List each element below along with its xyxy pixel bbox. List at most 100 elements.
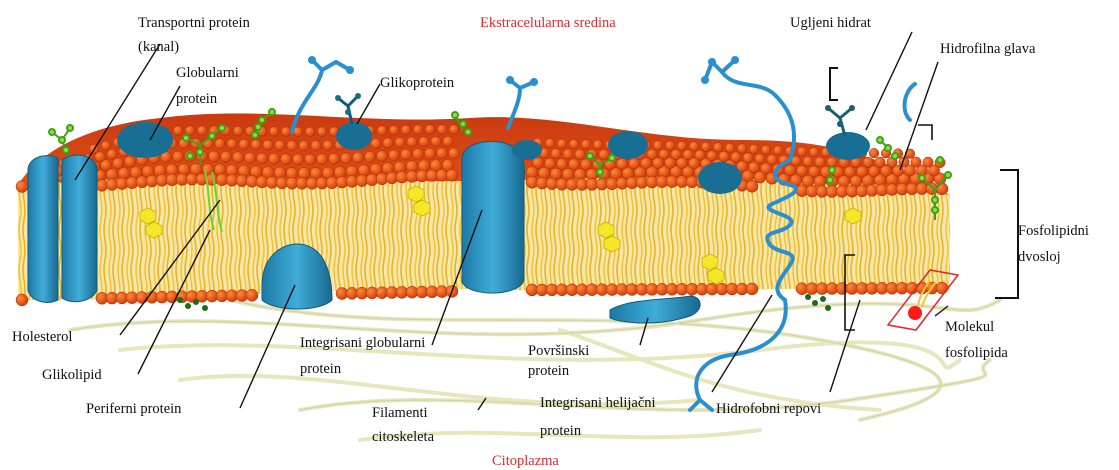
filaments-label-line2: citoskeleta: [372, 428, 434, 446]
phospholipid-head: [640, 158, 651, 169]
glycoprotein-label: Glikoprotein: [380, 74, 454, 92]
channel-protein-label-line2: (kanal): [138, 38, 179, 56]
phospholipid-head: [731, 152, 741, 162]
phospholipid-head: [827, 157, 837, 167]
phospholipid-head: [665, 141, 675, 151]
surface-protein-label-line1: Površinski: [528, 342, 589, 360]
phospholipid-head: [677, 141, 687, 151]
phospholipid-head: [425, 125, 435, 135]
phospholipid-head: [689, 142, 699, 152]
phospholipid-head: [616, 158, 627, 169]
globular-protein-label-line2: protein: [176, 90, 217, 108]
bilayer-label-line1: Fosfolipidni: [1018, 222, 1089, 240]
phospholipid-head: [197, 126, 207, 136]
phospholipid-head: [400, 149, 411, 160]
phospholipid-head: [389, 125, 399, 135]
phospholipid-head: [412, 148, 423, 159]
phospholipid-head: [299, 140, 309, 150]
phospholipid-head: [796, 165, 807, 176]
phospholipid-head: [863, 157, 873, 167]
phospholipid-head: [227, 139, 237, 149]
phospholipid-head: [328, 153, 339, 164]
phospholipid-head: [233, 126, 243, 136]
phospholipid-head: [401, 125, 411, 135]
phospholipid-head: [268, 153, 279, 164]
phospholipid-head: [424, 148, 435, 159]
phospholipid-head: [746, 283, 758, 295]
phospholipid-head: [215, 138, 225, 148]
phospholipid-head: [16, 294, 28, 306]
phospholipid-head: [575, 149, 585, 159]
phospholipid-head: [383, 138, 393, 148]
phospholipid-head: [557, 139, 567, 149]
phospholipid-head: [580, 159, 591, 170]
channel-protein: [28, 155, 97, 302]
phospholipid-head: [256, 153, 267, 164]
phospholipid-head: [808, 166, 819, 177]
integral-helical-label-line2: protein: [540, 422, 581, 440]
phospholipid-head: [419, 136, 429, 146]
cholesterol-label: Holesterol: [12, 328, 72, 346]
phospholipid-head: [443, 136, 453, 146]
filaments-label-line1: Filamenti: [372, 404, 428, 422]
phospholipid-head: [803, 156, 813, 166]
phospholipid-head: [659, 149, 669, 159]
phospholipid-head: [725, 143, 735, 153]
phospholipid-head: [239, 139, 249, 149]
phospholipid-head: [316, 154, 327, 165]
phospholipid-head: [376, 150, 387, 161]
phospholipid-head: [767, 154, 777, 164]
phospholipid-head: [911, 157, 921, 167]
phospholipid-head: [856, 166, 867, 177]
head-bracket: [918, 125, 932, 140]
phospholipid-head: [124, 156, 135, 167]
phospholipid-head: [545, 138, 555, 148]
integral-globular-label-line1: Integrisani globularni: [300, 334, 425, 352]
phospholipid-head: [653, 141, 663, 151]
phospholipid-head: [446, 169, 458, 181]
bilayer-bracket: [995, 170, 1018, 298]
phospholipid-head: [936, 282, 948, 294]
phospholipid-head: [671, 149, 681, 159]
phospholipid-head: [599, 149, 609, 159]
phospholipid-head: [305, 127, 315, 137]
phospholipid-head: [532, 157, 543, 168]
phospholipid-head: [280, 154, 291, 165]
phospholipid-head: [377, 126, 387, 136]
phospholipid-head: [647, 149, 657, 159]
globular-protein: [117, 122, 173, 158]
phospholipid-head: [118, 167, 130, 179]
phospholipid-molecule-label-line1: Molekul: [945, 318, 994, 336]
phospholipid-head: [364, 151, 375, 162]
phospholipid-head: [244, 152, 255, 163]
phospholipid-head: [185, 126, 195, 136]
phospholipid-head: [448, 148, 459, 159]
phospholipid-head: [875, 157, 885, 167]
phospholipid-head: [208, 151, 219, 162]
carbohydrate-bracket: [830, 68, 838, 100]
surface-protein-label-line2: protein: [528, 362, 569, 380]
phospholipid-molecule-label-line2: fosfolipida: [945, 344, 1008, 362]
phospholipid-head: [719, 151, 729, 161]
phospholipid-head: [358, 164, 370, 176]
cytoplasm-label: Citoplazma: [492, 452, 559, 470]
phospholipid-head: [269, 127, 279, 137]
phospholipid-head: [107, 149, 117, 159]
phospholipid-head: [569, 139, 579, 149]
phospholipid-head: [263, 140, 273, 150]
phospholipid-head: [844, 166, 855, 177]
phospholipid-head: [292, 154, 303, 165]
phospholipid-head: [172, 151, 183, 162]
phospholipid-head: [749, 144, 759, 154]
phospholipid-head: [701, 142, 711, 152]
phospholipid-head: [869, 148, 879, 158]
phospholipid-head: [101, 141, 111, 151]
phospholipid-head: [112, 158, 123, 169]
phospholipid-head: [16, 181, 28, 193]
phospholipid-head: [593, 140, 603, 150]
phospholipid-head: [761, 145, 771, 155]
glycolipid-label: Glikolipid: [42, 366, 102, 384]
phospholipid-head: [713, 143, 723, 153]
phospholipid-head: [437, 125, 447, 135]
phospholipid-head: [220, 151, 231, 162]
